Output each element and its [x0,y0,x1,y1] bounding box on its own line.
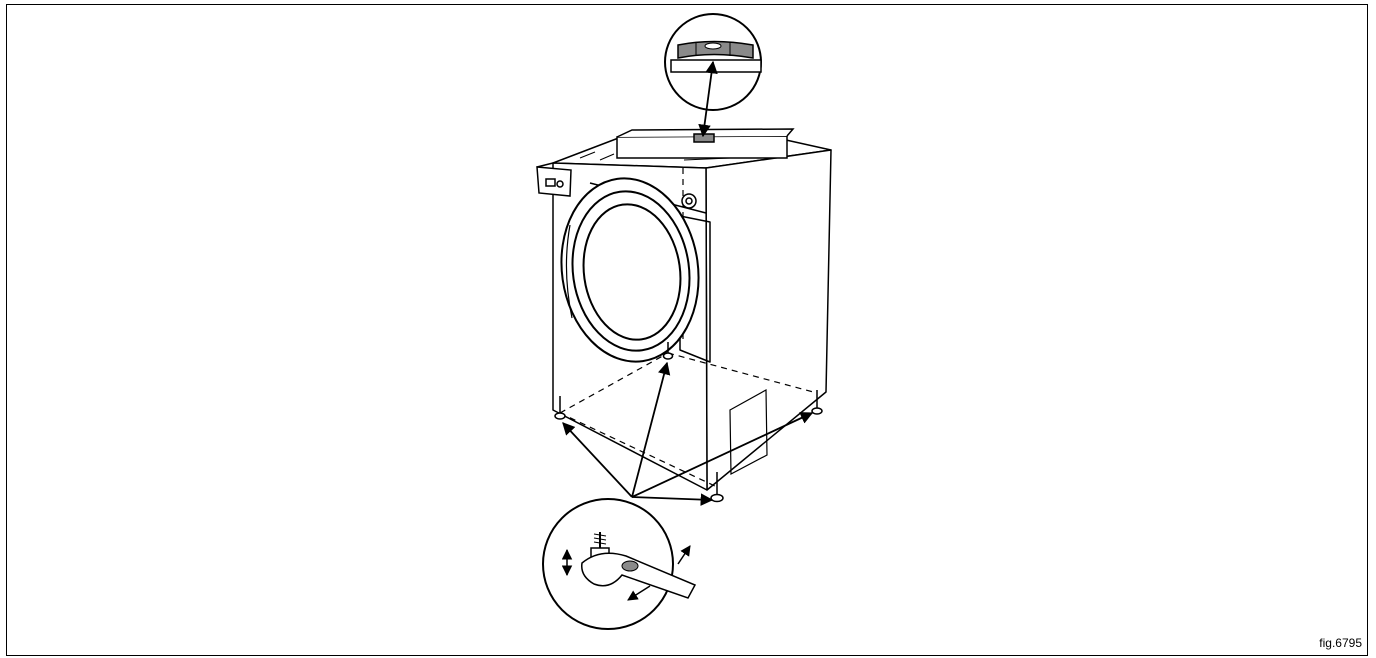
figure-label: fig.6795 [1319,636,1362,650]
service-panel [729,388,768,475]
coin-box [536,162,572,197]
adjustable-foot [554,396,566,420]
adjustable-foot [811,390,823,415]
bubble-pointer-arrow [698,60,718,138]
program-knob-icon [681,193,697,209]
door [560,177,700,363]
spirit-level [616,128,795,159]
pointer-arrows [562,361,814,506]
top-detail-lines [579,151,731,161]
wrench-detail [542,498,697,630]
adjustable-foot [662,342,674,360]
